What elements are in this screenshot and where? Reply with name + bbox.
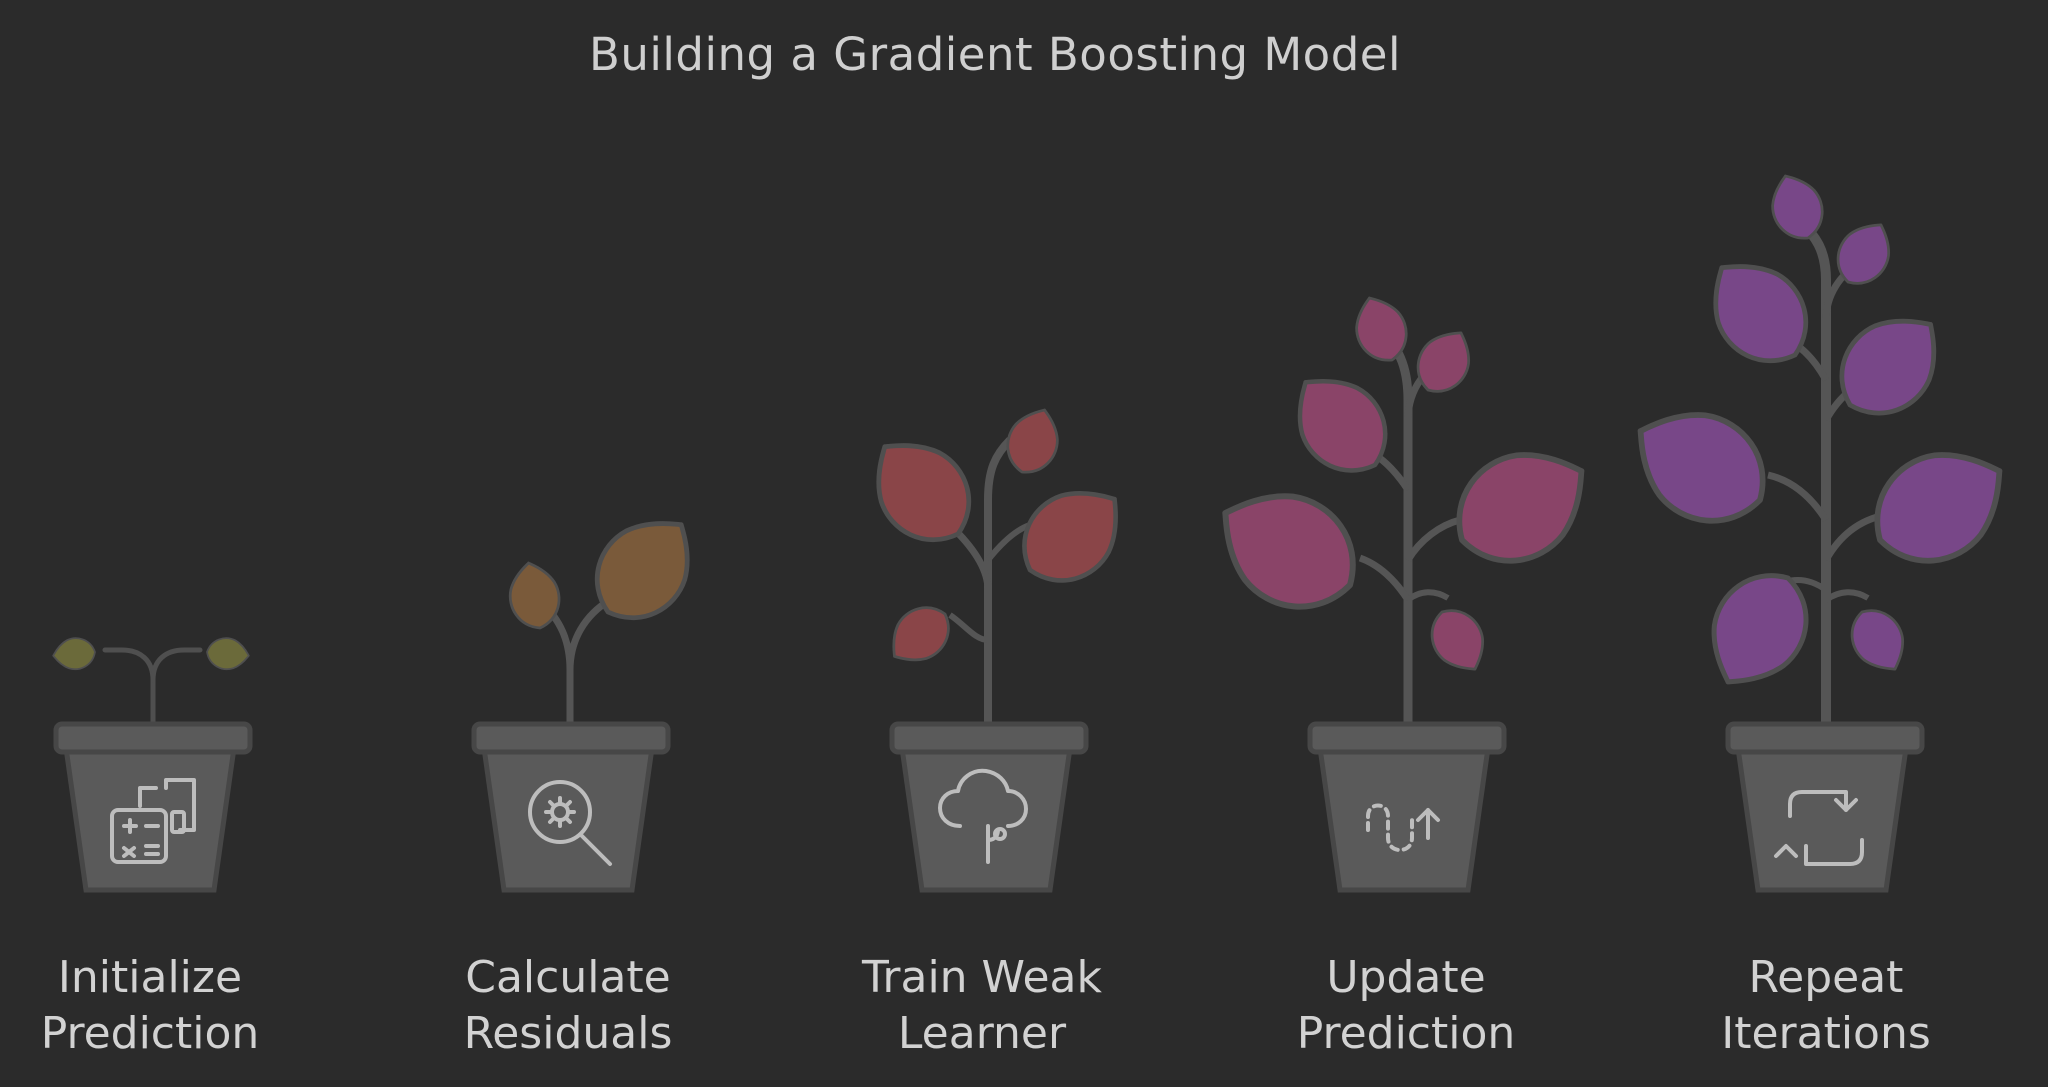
leaf	[1199, 467, 1377, 631]
leaf	[1004, 468, 1141, 601]
stage-4-label: Update Prediction	[1256, 950, 1556, 1062]
stage-3-label-line2: Learner	[897, 1008, 1067, 1059]
leaf	[50, 635, 98, 672]
stage-5-plant	[1615, 166, 2025, 724]
diagram-title: Building a Gradient Boosting Model	[589, 28, 1401, 81]
path-arrow-up-icon	[1366, 803, 1440, 852]
stage-5-pot	[1725, 721, 1925, 893]
stage-1-label-line1: Initialize	[57, 952, 243, 1003]
leaf	[1839, 598, 1918, 683]
magnifier-gear-icon	[528, 780, 612, 866]
stage-4-label-line1: Update	[1326, 952, 1486, 1003]
leaf	[877, 594, 962, 677]
stage-1-pot	[53, 721, 253, 893]
stage-4-label-line2: Prediction	[1296, 1008, 1516, 1059]
leaf	[853, 420, 991, 561]
stage-2-plant	[503, 498, 714, 724]
stage-3-label-line1: Train Weak	[861, 952, 1102, 1003]
stage-3-pot	[889, 721, 1089, 893]
stage-2-label: Calculate Residuals	[418, 950, 718, 1062]
leaf	[1690, 241, 1828, 382]
leaf	[1855, 427, 2025, 584]
stage-2-label-line1: Calculate	[465, 952, 671, 1003]
leaf	[204, 635, 252, 672]
leaf	[1820, 295, 1960, 435]
leaf	[1275, 357, 1405, 491]
leaf	[997, 400, 1069, 482]
calculator-icon	[110, 778, 196, 864]
stage-2-label-line2: Residuals	[463, 1008, 673, 1059]
stage-4-pot	[1307, 721, 1507, 893]
stage-5-label: Repeat Iterations	[1676, 950, 1976, 1062]
repeat-arrows-icon	[1774, 790, 1864, 866]
stage-5-label-line2: Iterations	[1721, 1008, 1931, 1059]
stage-1-label-line2: Prediction	[40, 1008, 260, 1059]
stage-4-plant	[1199, 288, 1607, 724]
leaf	[576, 498, 714, 639]
leaf	[1615, 387, 1785, 544]
stage-3-plant	[853, 400, 1141, 724]
stage-1-plant	[50, 635, 252, 727]
stage-2-pot	[471, 721, 671, 893]
leaf	[1761, 166, 1833, 248]
cloud-tree-icon	[938, 768, 1028, 864]
stage-5-label-line1: Repeat	[1748, 952, 1904, 1003]
stage-3-label: Train Weak Learner	[832, 950, 1132, 1062]
stage-1-label: Initialize Prediction	[0, 950, 300, 1062]
leaf	[1437, 427, 1607, 584]
leaf	[1419, 598, 1498, 683]
